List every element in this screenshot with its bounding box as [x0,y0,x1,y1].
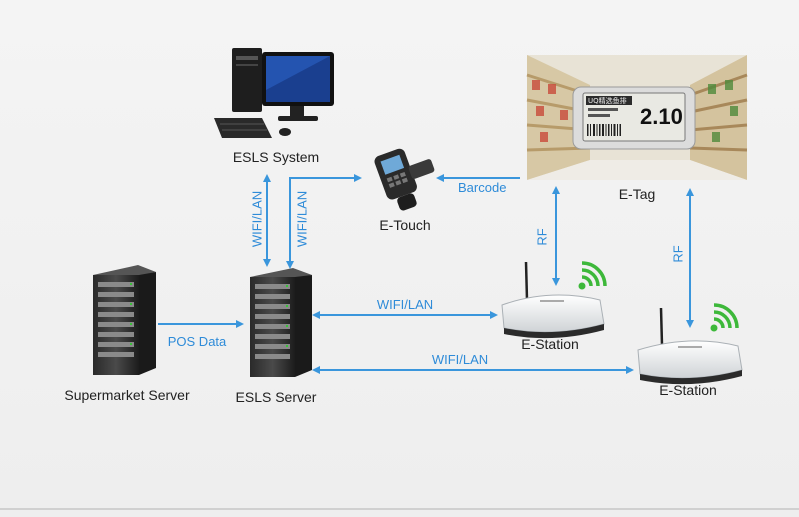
esls-server-rack-icon [250,268,312,377]
edge-label-rf-station2: RF [670,245,686,263]
supermarket-server-rack-icon [93,265,156,375]
edge-label-system-server-left: WIFI/LAN [249,190,265,248]
footer-divider [0,508,799,510]
node-label-esls-system: ESLS System [232,149,320,165]
e-tag-price: 2.10 [640,104,683,129]
edge-label-system-server-right: WIFI/LAN [294,190,310,248]
edge-label-server-station1: WIFI/LAN [376,297,434,312]
edge-label-rf-station1: RF [534,228,550,246]
e-station-router-icon-2 [637,307,743,385]
edge-label-barcode: Barcode [458,180,507,195]
node-label-supermarket-server: Supermarket Server [64,387,190,403]
arrow-system-touch [289,174,362,265]
node-label-e-station-1: E-Station [521,336,579,352]
e-tag-photo: 2.10 UQ精选鱼排 [526,55,748,180]
e-station-router-icon-1 [501,261,605,339]
e-tag-header: UQ精选鱼排 [588,96,627,105]
handheld-scanner-icon [374,148,435,211]
wifi-signal-icon-2 [710,303,739,332]
node-label-e-tag: E-Tag [618,186,656,202]
edge-label-server-station2: WIFI/LAN [431,352,489,367]
node-label-e-touch: E-Touch [379,217,431,233]
wifi-signal-icon-1 [578,261,607,290]
desktop-computer-icon [214,48,334,138]
edge-label-pos-data: POS Data [167,334,227,349]
node-label-esls-server: ESLS Server [235,389,317,405]
connector-arrows [158,174,694,374]
node-label-e-station-2: E-Station [659,382,717,398]
